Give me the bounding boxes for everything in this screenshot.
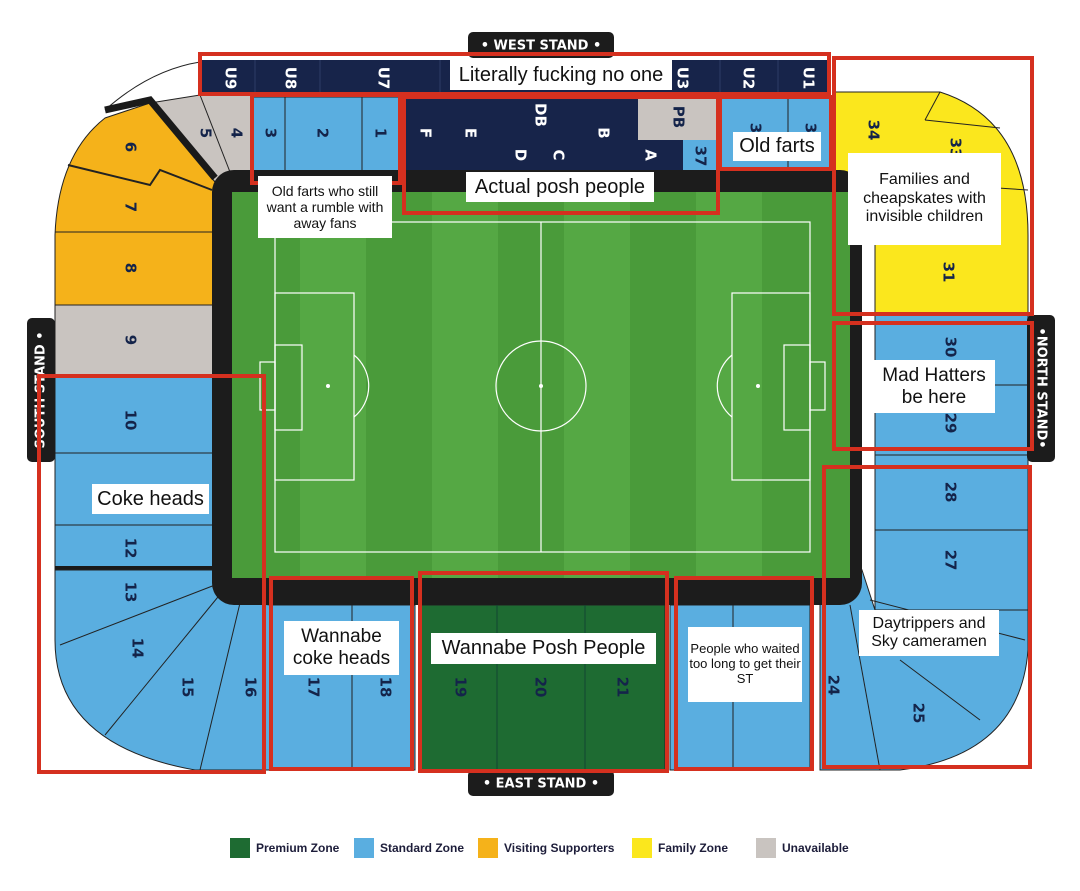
south-stand-tab	[27, 318, 55, 462]
section-label: A	[642, 149, 660, 161]
section-label: 28	[942, 482, 960, 503]
section-label: C	[550, 149, 568, 160]
label-actual-posh: Actual posh people	[466, 172, 654, 202]
section-label: 16	[242, 677, 260, 698]
label-literally-no-one: Literally fucking no one	[450, 60, 672, 90]
visiting-swatch	[478, 838, 498, 858]
section-label: 18	[377, 677, 395, 698]
section-label: E	[462, 128, 480, 138]
annotation-box-families	[832, 56, 1034, 316]
section-label: 25	[910, 703, 928, 724]
north-stand-label: •NORTH STAND•	[1034, 327, 1049, 448]
section-pb	[638, 97, 718, 140]
legend-label: Unavailable	[782, 841, 849, 855]
annotation-box-waited	[674, 576, 814, 771]
section-label: 24	[825, 675, 843, 696]
annotation-box-old-farts	[718, 95, 833, 171]
section-label: 2	[314, 128, 332, 138]
section-label: 13	[122, 582, 140, 603]
section-9	[54, 304, 216, 376]
section-label: 3	[747, 123, 765, 133]
annotation-box-coke-heads	[37, 374, 266, 774]
outline	[104, 61, 201, 111]
section-label: 37	[692, 146, 710, 167]
label-families: Families and cheapskates with invisible …	[848, 153, 1001, 245]
annotation-box-top-row	[198, 52, 831, 96]
annotation-box-rumble	[250, 93, 402, 185]
standard-swatch	[354, 838, 374, 858]
legend-visiting: Visiting Supporters	[478, 838, 614, 858]
section-label: 6	[122, 142, 140, 152]
section-label: 19	[452, 677, 470, 698]
label-old-farts: Old farts	[733, 132, 821, 161]
section-numbers: U9 U8 U7 U3 U2 U1 5 4 3 2 1 F E DB D C B…	[122, 67, 965, 724]
section-label: 29	[942, 413, 960, 434]
label-mad-hatters: Mad Hatters be here	[873, 360, 995, 413]
section-label: 7	[122, 202, 140, 212]
legend-label: Family Zone	[658, 841, 729, 855]
section-label: 30	[942, 337, 960, 358]
north-stand-tab	[1027, 315, 1055, 462]
pitch-markings	[259, 221, 826, 553]
premium-swatch	[230, 838, 250, 858]
section-label: 1	[372, 128, 390, 138]
label-wannabe-coke: Wannabe coke heads	[284, 621, 399, 675]
section-label: U9	[222, 67, 240, 90]
annotation-box-wannabe-coke	[269, 576, 414, 771]
annotation-box-wannabe-posh	[418, 571, 669, 773]
section-label: 3	[802, 123, 820, 133]
label-daytrippers: Daytrippers and Sky cameramen	[859, 610, 999, 656]
legend-premium: Premium Zone	[230, 838, 339, 858]
section-label: 31	[940, 262, 958, 283]
legend-standard: Standard Zone	[354, 838, 464, 858]
section-label: B	[595, 127, 613, 138]
section-label: 4	[228, 128, 246, 138]
section-label: 5	[197, 128, 215, 138]
label-waited: People who waited too long to get their …	[688, 627, 802, 702]
unavailable-swatch	[756, 838, 776, 858]
section-label: F	[417, 128, 435, 138]
legend-label: Premium Zone	[256, 841, 340, 855]
section-10-12	[54, 374, 216, 571]
legend-unavailable: Unavailable	[756, 838, 849, 858]
annotation-box-mad-hatters	[832, 321, 1034, 451]
east-stand-tab	[468, 770, 614, 796]
section-label: U3	[674, 67, 692, 90]
section-label: 3	[262, 128, 280, 138]
section-label: 21	[614, 677, 632, 698]
family-swatch	[632, 838, 652, 858]
legend-family: Family Zone	[632, 838, 728, 858]
section-label: 10	[122, 410, 140, 431]
section-label: 20	[532, 677, 550, 698]
section-label: D	[512, 149, 530, 161]
section-label: 9	[122, 335, 140, 345]
section-label: U1	[800, 67, 818, 90]
label-coke-heads: Coke heads	[92, 484, 209, 514]
section-37	[683, 140, 718, 172]
west-stand-tab	[468, 32, 614, 58]
section-label: U7	[375, 67, 393, 90]
section-label: 14	[129, 638, 147, 659]
label-old-farts-rumble: Old farts who still want a rumble with a…	[258, 176, 392, 238]
label-wannabe-posh: Wannabe Posh People	[431, 633, 656, 664]
legend-label: Standard Zone	[380, 841, 465, 855]
legend-label: Visiting Supporters	[504, 841, 615, 855]
east-stand-label: • EAST STAND •	[483, 777, 599, 792]
section-label: 34	[865, 120, 883, 141]
section-label: 27	[942, 550, 960, 571]
section-label: 15	[179, 677, 197, 698]
section-label: PB	[670, 106, 688, 128]
section-label: DB	[532, 103, 550, 127]
annotation-box-daytrippers	[822, 465, 1032, 769]
section-label: U8	[282, 67, 300, 90]
section-label: 17	[305, 677, 323, 698]
section-label: U2	[740, 67, 758, 90]
section-label: 8	[122, 263, 140, 273]
section-label: 12	[122, 538, 140, 559]
west-stand-label: • WEST STAND •	[481, 39, 602, 54]
